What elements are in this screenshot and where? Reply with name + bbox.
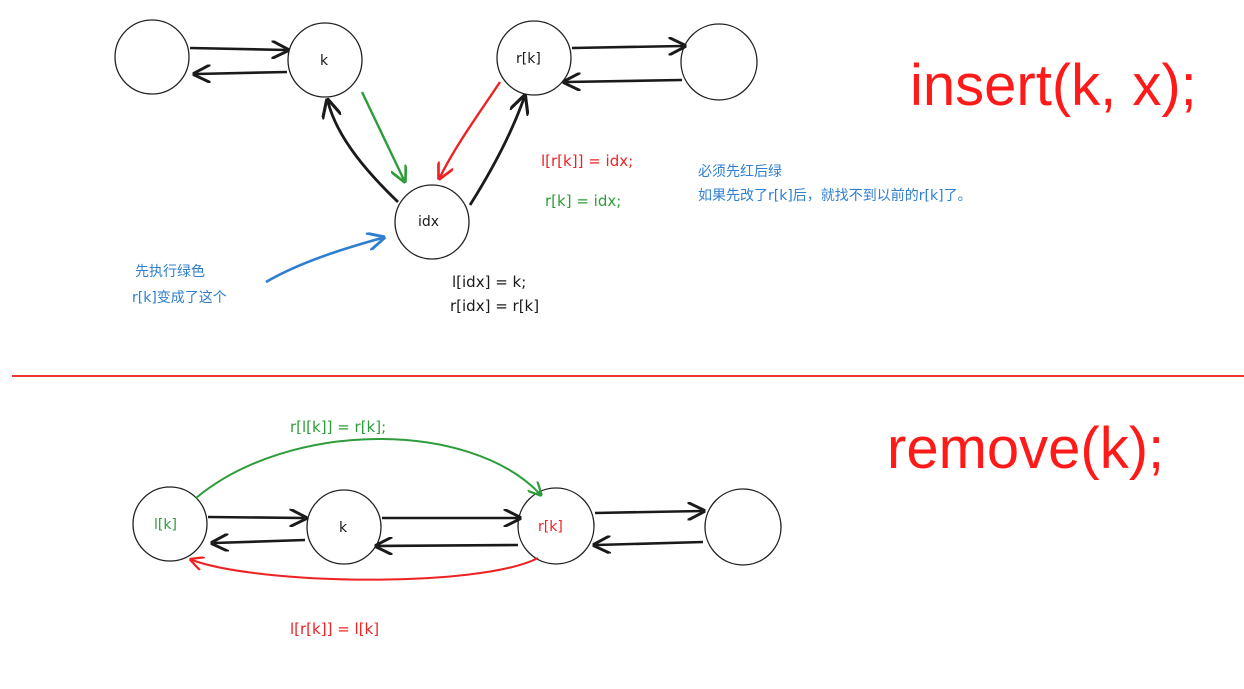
insert-code-green: r[k] = idx; [545,192,621,210]
remove-section: l[k] k r[k] r[l[k]] = r[k]; l[r[k]] = l[… [132,416,1164,638]
remove-title: remove(k); [887,416,1164,481]
insert-code-black-line1: l[idx] = k; [452,273,526,291]
insert-arrow-red-rk-to-idx [440,81,501,177]
remove-arrow-right-to-rk [596,542,704,545]
remove-code-green: r[l[k]] = r[k]; [290,418,386,436]
remove-node-k-label: k [339,520,348,536]
insert-title: insert(k, x); [910,53,1197,118]
insert-node-idx [394,184,470,260]
insert-code-red: l[r[k]] = idx; [541,152,633,170]
insert-arrow-left-to-k [189,48,286,50]
remove-arrow-rk-to-k [378,545,519,546]
insert-arrow-rk-to-right [571,46,683,48]
remove-node-rk-label: r[k] [538,519,563,535]
remove-arrow-rk-to-right [594,511,702,513]
insert-note-line2: 如果先改了r[k]后，就找不到以前的r[k]了。 [698,187,972,204]
insert-node-idx-label: idx [418,214,439,230]
insert-arrow-k-to-left [196,72,288,74]
insert-arrow-right-to-rk [566,80,683,82]
insert-arrow-idx-to-rk [468,98,524,206]
remove-node-lk-label: l[k] [154,517,177,533]
insert-node-right-empty [680,23,758,101]
insert-code-black-line2: r[idx] = r[k] [450,297,539,315]
insert-arrow-blue-hint [265,238,382,284]
insert-arrow-green-k-to-idx [360,91,404,180]
remove-node-right-empty [704,488,782,566]
remove-node-lk [132,486,208,562]
insert-arrow-idx-to-k [328,102,399,204]
remove-arrow-k-to-lk [214,540,306,543]
insert-section: k r[k] idx l[r[k]] = idx; r[k] = idx; 必须… [114,19,1197,315]
remove-arrow-lk-to-k [207,517,304,518]
insert-node-rk [496,20,572,96]
insert-node-rk-label: r[k] [516,51,541,67]
insert-node-k-label: k [320,53,329,69]
insert-hint-line2: r[k]变成了这个 [132,289,227,306]
remove-arrow-red-rk-to-lk [192,558,539,581]
insert-note-line1: 必须先红后绿 [698,164,782,180]
insert-hint-line1: 先执行绿色 [135,263,205,280]
remove-arrow-green-lk-to-rk [195,438,540,499]
remove-code-red: l[r[k]] = l[k] [290,620,379,638]
insert-node-left-empty [114,19,190,95]
